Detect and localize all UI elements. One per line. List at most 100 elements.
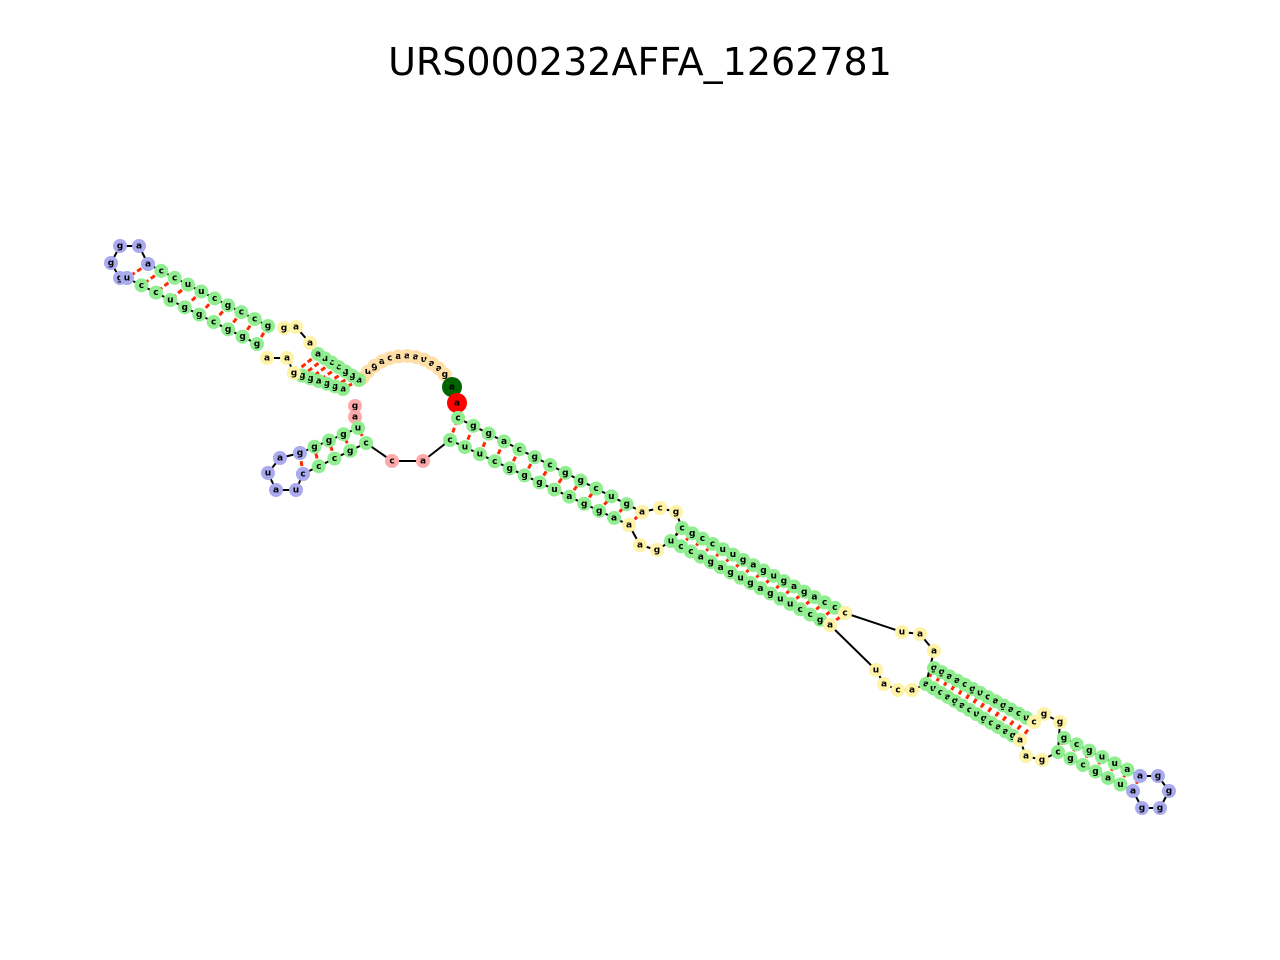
svg-text:c: c	[332, 454, 337, 464]
svg-text:g: g	[531, 453, 537, 463]
stem-bottom-right-5p-nt: c	[1076, 758, 1090, 772]
svg-text:u: u	[198, 287, 204, 297]
svg-text:c: c	[962, 680, 967, 690]
svg-text:g: g	[689, 529, 695, 539]
svg-text:g: g	[239, 332, 245, 342]
stem-long-upper-3p-nt: g	[558, 465, 573, 480]
svg-text:a: a	[945, 692, 951, 702]
stem-long-upper-3p-nt: g	[527, 450, 542, 465]
svg-text:g: g	[801, 587, 807, 597]
stem-bottom-right-3p-nt: g	[1082, 743, 1097, 758]
hairpin-top-left-nt: a	[132, 239, 146, 253]
hairpin-bottom-right-nt: a	[1126, 784, 1140, 798]
svg-text:a: a	[909, 686, 915, 696]
svg-text:g: g	[182, 303, 188, 313]
svg-text:c: c	[593, 484, 598, 494]
interior-2-nt: a	[823, 618, 837, 632]
interior-2-nt: u	[869, 663, 883, 677]
svg-text:g: g	[196, 310, 202, 320]
svg-text:c: c	[679, 524, 684, 534]
stem-top-left-5p-nt: c	[247, 312, 262, 327]
stem-long-upper-5p-nt: g	[517, 468, 532, 483]
hairpin-left-short-nt: u	[289, 483, 303, 497]
svg-text:g: g	[225, 301, 231, 311]
stem-left-short-3p-nt: u	[351, 421, 365, 435]
hairpin-left-short-nt: u	[261, 466, 275, 480]
stem-top-left-3p-nt: g	[221, 322, 236, 337]
stem-long-upper-5p-nt: u	[457, 440, 472, 455]
svg-text:c: c	[895, 686, 900, 696]
svg-text:g: g	[562, 468, 568, 478]
hairpin-bottom-right-nt: g	[1151, 769, 1165, 783]
interior-1-nt: a	[633, 538, 647, 552]
svg-text:g: g	[938, 668, 944, 678]
svg-text:u: u	[167, 296, 173, 306]
svg-text:a: a	[420, 457, 426, 467]
svg-text:g: g	[1061, 734, 1067, 744]
svg-text:g: g	[281, 324, 287, 334]
svg-text:c: c	[211, 318, 216, 328]
svg-text:c: c	[822, 598, 827, 608]
svg-text:a: a	[946, 672, 952, 682]
svg-text:g: g	[442, 370, 448, 380]
svg-text:c: c	[938, 688, 943, 698]
svg-text:u: u	[777, 594, 783, 604]
svg-text:c: c	[1031, 718, 1036, 728]
svg-text:c: c	[316, 462, 321, 472]
interior-2-nt: a	[877, 677, 891, 691]
svg-text:a: a	[277, 454, 283, 464]
svg-text:u: u	[730, 550, 736, 560]
svg-text:a: a	[436, 364, 442, 374]
svg-text:a: a	[1023, 752, 1029, 762]
interior-1-nt: a	[622, 518, 636, 532]
stem-left-short-5p-nt: g	[343, 443, 358, 458]
stem-bottom-right-3p-nt: a	[1120, 762, 1135, 777]
svg-text:g: g	[760, 566, 766, 576]
stem-long-upper-5p-nt: g	[577, 496, 592, 511]
svg-text:u: u	[293, 486, 299, 496]
svg-text:a: a	[750, 561, 756, 571]
svg-text:g: g	[347, 446, 353, 456]
svg-text:g: g	[596, 506, 602, 516]
stem-bottom-right-5p-nt: c	[1051, 745, 1065, 759]
svg-text:u: u	[477, 450, 483, 460]
svg-text:a: a	[811, 593, 817, 603]
stem-bottom-right-5p-nt: a	[1101, 771, 1115, 785]
stem-left-short-3p-nt: g	[322, 433, 336, 448]
stem-top-left-5p-nt: c	[234, 305, 249, 320]
svg-text:g: g	[969, 684, 975, 694]
svg-text:g: g	[342, 367, 348, 377]
backbone-segment	[829, 624, 877, 671]
svg-text:a: a	[1130, 787, 1136, 797]
svg-text:a: a	[995, 723, 1001, 733]
svg-text:u: u	[355, 424, 361, 434]
interior-3-nt: g	[1037, 707, 1051, 721]
svg-text:g: g	[265, 322, 271, 332]
svg-text:g: g	[1155, 772, 1161, 782]
stem-long-upper-3p-nt: c	[451, 411, 465, 425]
interior-2-nt: a	[913, 627, 927, 641]
svg-text:u: u	[365, 367, 371, 377]
svg-text:a: a	[273, 486, 279, 496]
stem-bottom-right-3p-nt: c	[1069, 737, 1084, 752]
svg-text:g: g	[817, 615, 823, 625]
svg-text:u: u	[1117, 780, 1123, 790]
multiloop-nt: c	[385, 454, 399, 468]
multiloop-nt: g	[348, 399, 362, 413]
svg-text:g: g	[1000, 701, 1006, 711]
svg-text:c: c	[159, 266, 164, 276]
svg-text:u: u	[551, 485, 557, 495]
svg-text:g: g	[1067, 754, 1073, 764]
interior-2-nt: a	[927, 644, 941, 658]
svg-text:c: c	[1016, 709, 1021, 719]
hairpin-bottom-right-nt: g	[1153, 801, 1167, 815]
svg-text:g: g	[623, 500, 629, 510]
svg-text:a: a	[931, 647, 937, 657]
interior-top-left-nt: a	[289, 320, 303, 334]
svg-text:c: c	[300, 470, 305, 480]
interior-3-nt: a	[1019, 749, 1033, 763]
svg-text:a: a	[639, 508, 645, 518]
hairpin-top-left-nt: g	[113, 239, 127, 253]
stem-long-upper-3p-nt: c	[543, 458, 557, 472]
interior-3-nt: g	[1035, 753, 1049, 767]
